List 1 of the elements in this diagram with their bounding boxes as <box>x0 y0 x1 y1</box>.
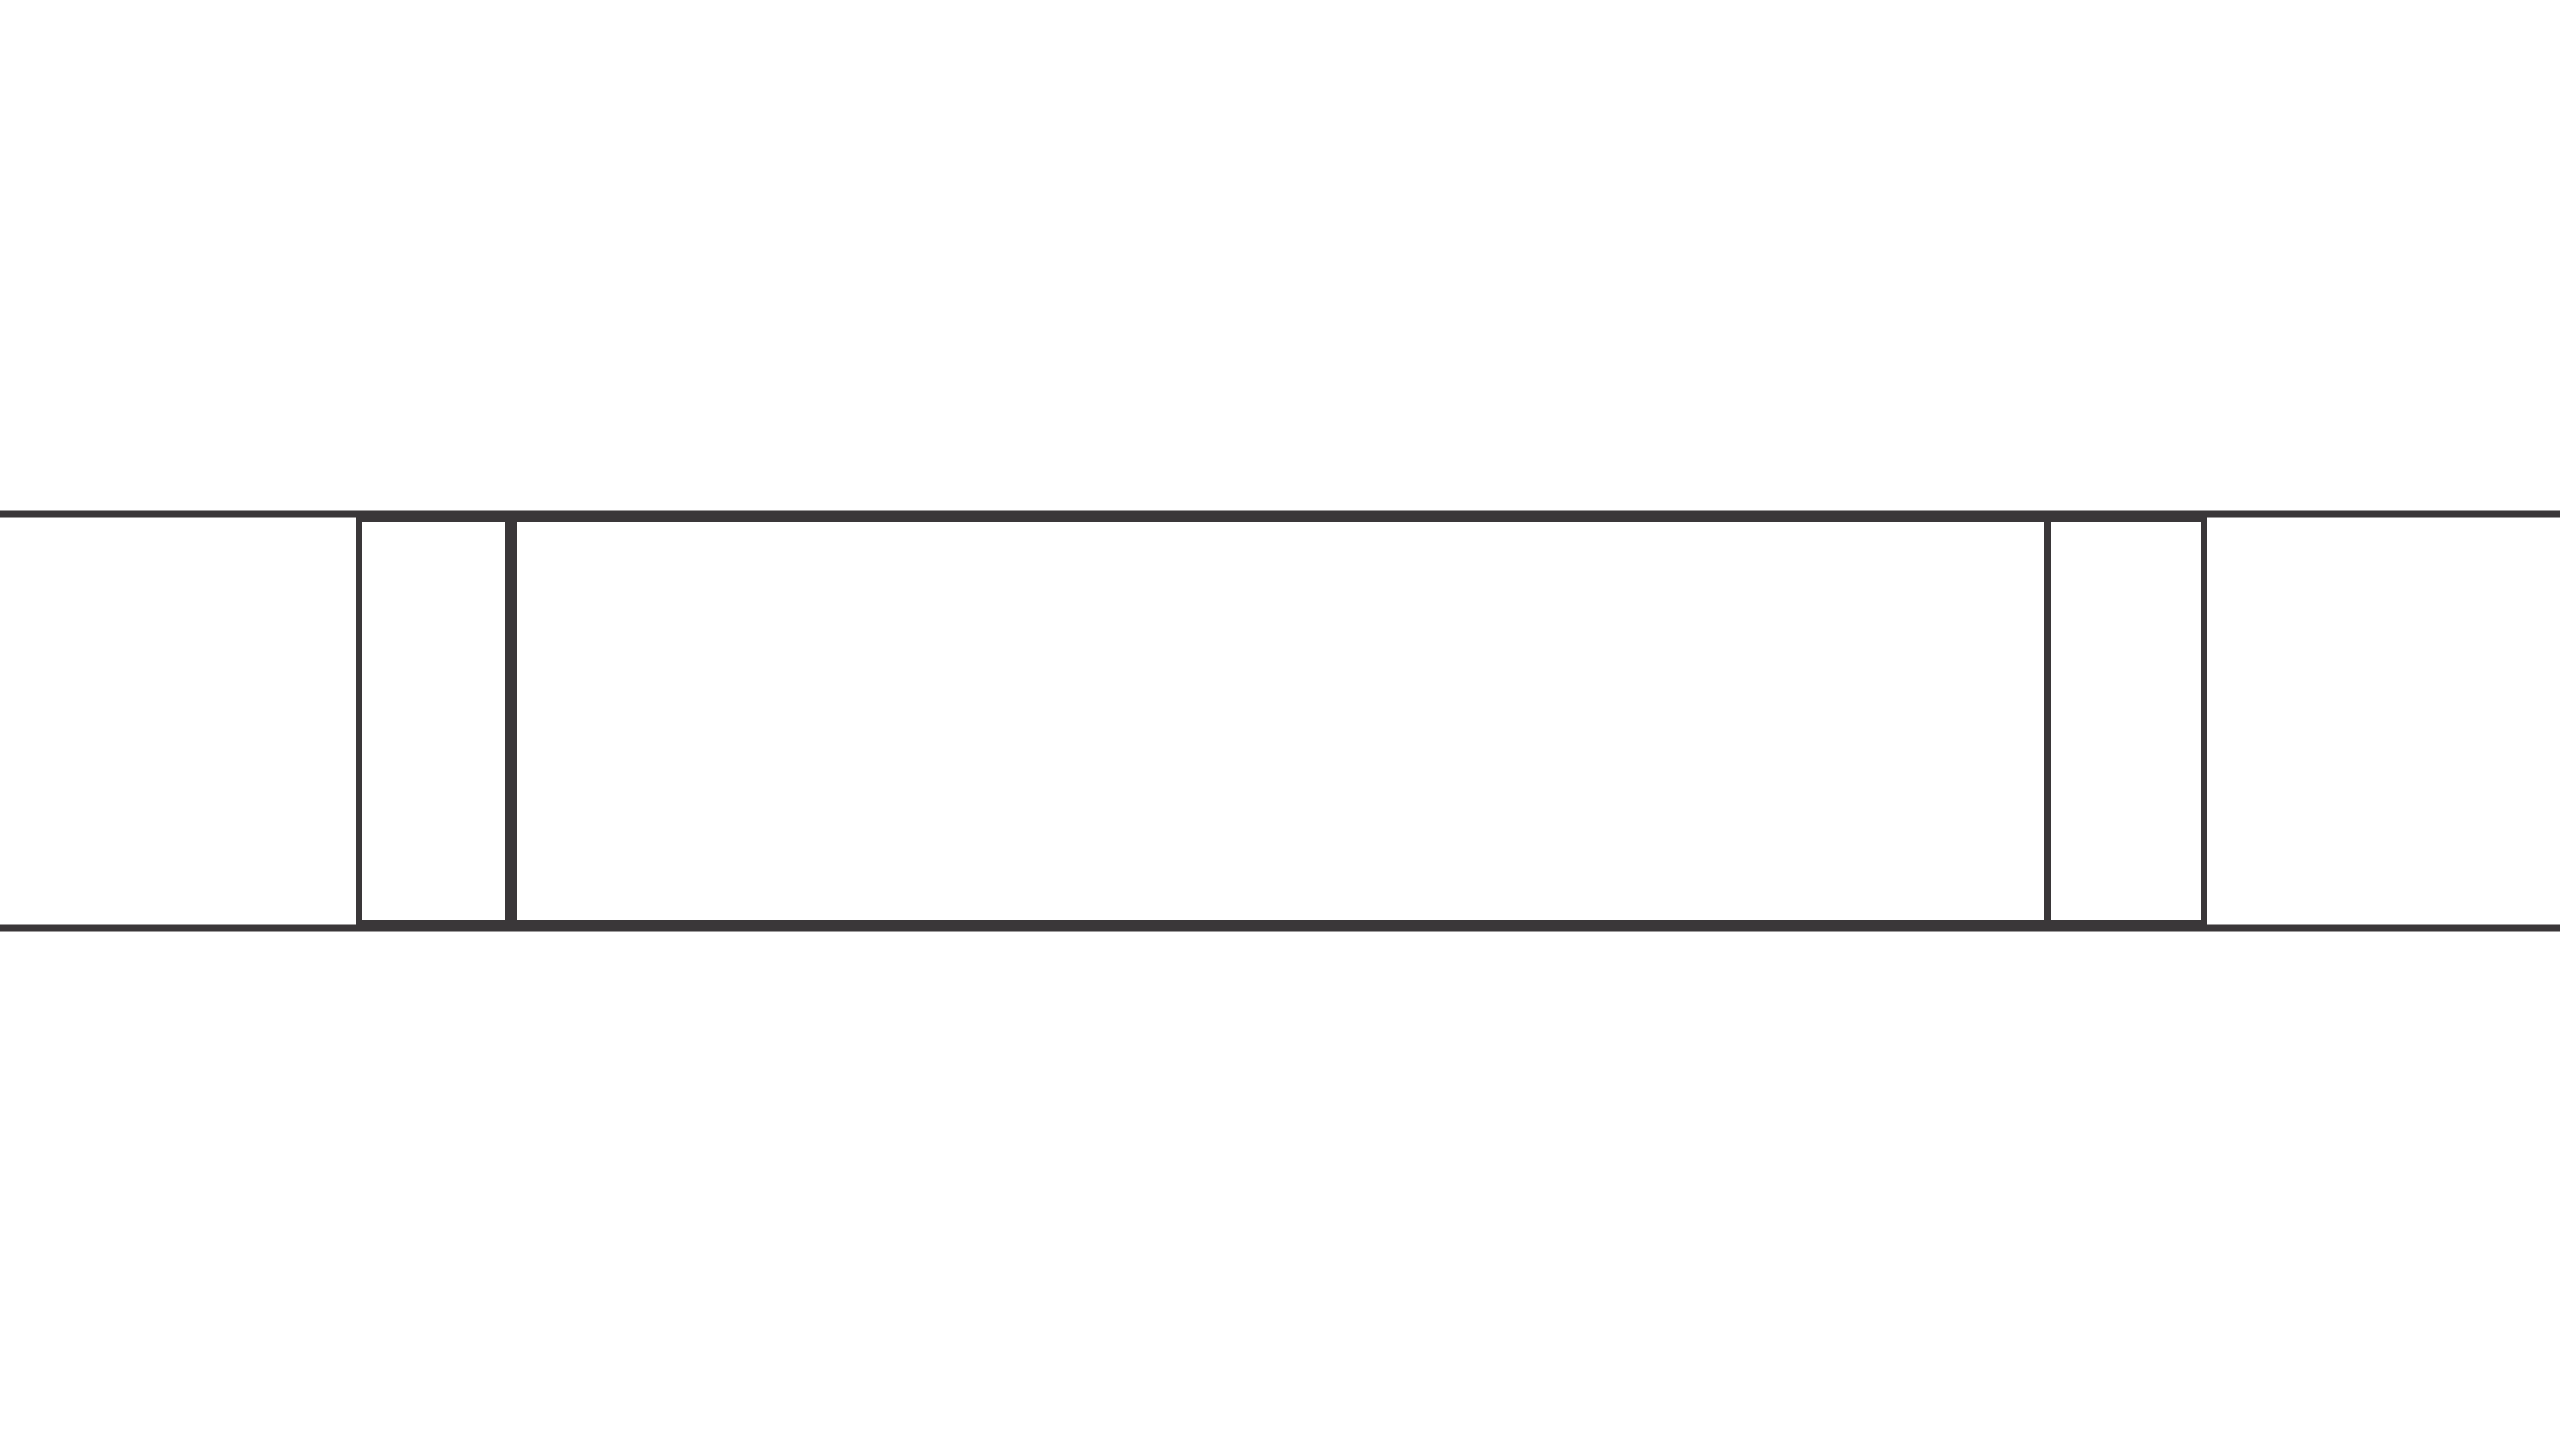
empty-box <box>356 516 511 926</box>
